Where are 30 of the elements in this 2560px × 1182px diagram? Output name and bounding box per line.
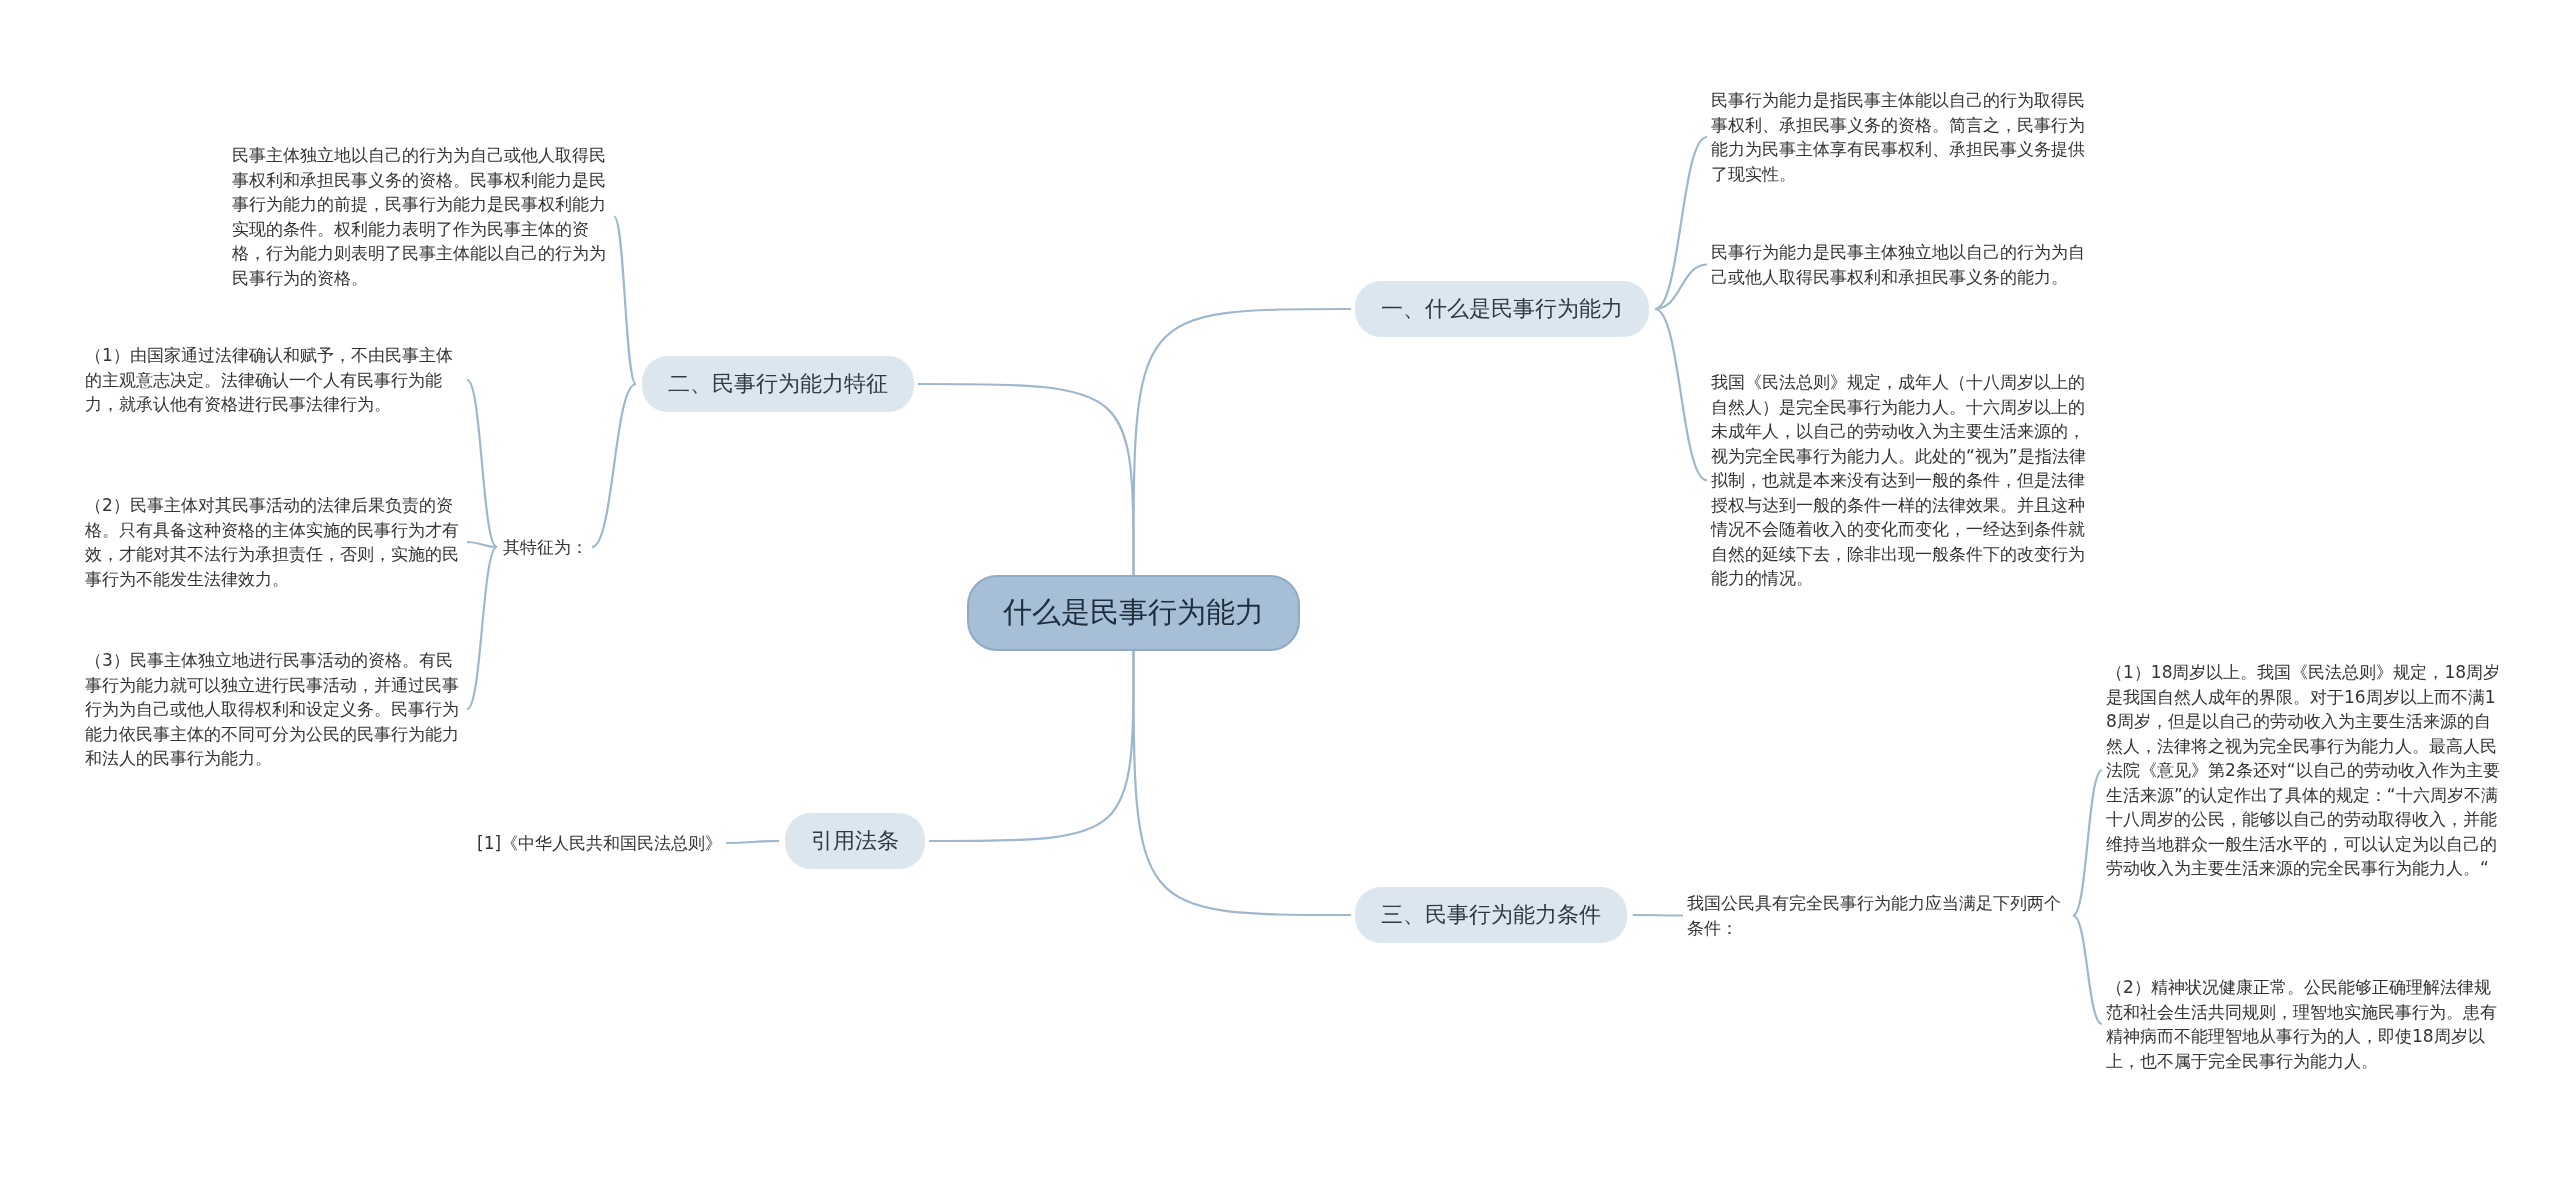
connector-line <box>613 215 637 385</box>
connector-line <box>591 383 637 548</box>
connector-line <box>2072 914 2103 1025</box>
topic-box: 引用法条 <box>785 813 925 869</box>
note-text: 民事主体独立地以自己的行为为自己或他人取得民事权利和承担民事义务的资格。民事权利能力是民事行为能力的前提，民事行为能力是民事权利能力实现的条件。权利能力表明了作为民事主体的资格，行为能力则表明了民事主体能以自己的行为为民事行为的资格。 <box>232 143 610 290</box>
note-text: 其特征为： <box>503 535 588 559</box>
connector-line <box>2072 769 2103 917</box>
note-text: （2）民事主体对其民事活动的法律后果负责的资格。只有具备这种资格的主体实施的民事行为才有效，才能对其不法行为承担责任，否则，实施的民事行为不能发生法律效力。 <box>85 493 463 591</box>
topic-box: 一、什么是民事行为能力 <box>1355 281 1649 337</box>
topic-box: 二、民事行为能力特征 <box>642 356 914 412</box>
connector-line <box>726 839 779 845</box>
note-text: 民事行为能力是指民事主体能以自己的行为取得民事权利、承担民事义务的资格。简言之，民事行为能力为民事主体享有民事权利、承担民事义务提供了现实性。 <box>1711 88 2089 186</box>
note-text: （1）由国家通过法律确认和赋予，不由民事主体的主观意志决定。法律确认一个人有民事行为能力，就承认他有资格进行民事法律行为。 <box>85 343 463 417</box>
topic-box: 三、民事行为能力条件 <box>1355 887 1627 943</box>
note-text: [1]《中华人民共和国民法总则》 <box>477 831 723 855</box>
connector-line <box>466 378 498 548</box>
note-text: （1）18周岁以上。我国《民法总则》规定，18周岁是我国自然人成年的界限。对于16周岁以上而不满18周岁，但是以自己的劳动收入为主要生活来源的自然人，法律将之视为完全民事行为能力人。最高人民法院《意见》第2条还对“以自己的劳动收入作为主要生活来源”的认定作出了具体的规定：“十六周岁不满十八周岁的公民，能够以自己的劳动取得收入，并能维持当地群众一般生活水平的，可以认定为以自己的劳动收入为主要生活来源的完全民事行为能力人。“ <box>2106 660 2502 881</box>
connector-line <box>918 382 1135 575</box>
connector-line <box>466 540 498 549</box>
connector-line <box>1654 308 1708 482</box>
connector-line <box>1654 136 1708 310</box>
connector-line <box>1132 651 1351 917</box>
note-text: （2）精神状况健康正常。公民能够正确理解法律规范和社会生活共同规则，理智地实施民事行为。患有精神病而不能理智地从事行为的人，即使18周岁以上，也不属于完全民事行为能力人。 <box>2106 975 2502 1073</box>
note-text: 我国《民法总则》规定，成年人（十八周岁以上的自然人）是完全民事行为能力人。十六周岁以上的未成年人，以自己的劳动收入为主要生活来源的，视为完全民事行为能力人。此处的“视为”是指法律拟制，也就是本来没有达到一般的条件，但是法律授权与达到一般的条件一样的法律效果。并且这种情况不会随着收入的变化而变化，一经达到条件就自然的延续下去，除非出现一般条件下的改变行为能力的情况。 <box>1711 370 2089 591</box>
note-text: 我国公民具有完全民事行为能力应当满足下列两个条件： <box>1687 891 2067 940</box>
note-text: （3）民事主体独立地进行民事活动的资格。有民事行为能力就可以独立进行民事活动，并通过民事行为为自己或他人取得权利和设定义务。民事行为能力依民事主体的不同可分为公民的民事行为能力和法人的民事行为能力。 <box>85 648 463 771</box>
central-topic: 什么是民事行为能力 <box>967 575 1300 651</box>
connector-line <box>466 546 498 711</box>
note-text: 民事行为能力是民事主体独立地以自己的行为为自己或他人取得民事权利和承担民事义务的能力。 <box>1711 240 2089 289</box>
connector-line <box>1633 913 1683 917</box>
